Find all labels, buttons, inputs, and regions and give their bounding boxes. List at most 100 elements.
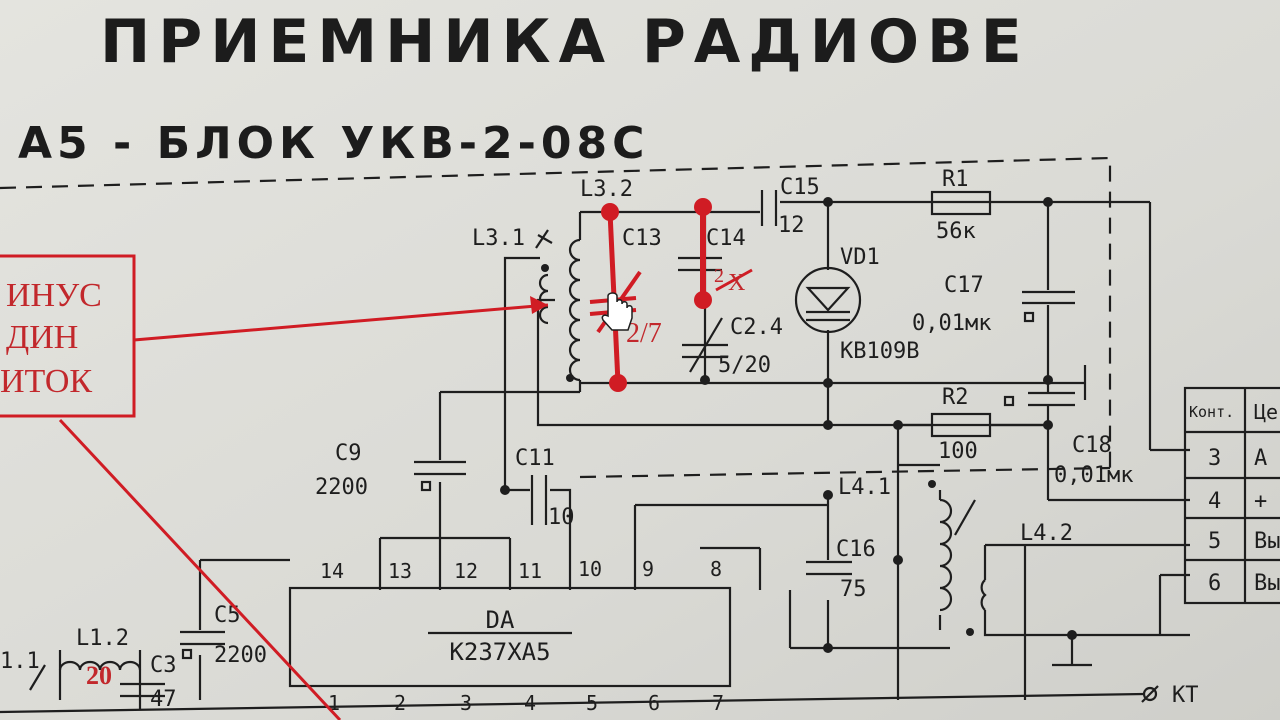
label-l4-1: L4.1 <box>838 475 891 500</box>
connector-row-5-num: 5 <box>1208 529 1221 554</box>
block-title: А5 - БЛОК УКВ-2-08С <box>18 118 649 169</box>
resistor-r2 <box>930 412 992 438</box>
label-c11: C11 <box>515 446 555 471</box>
label-c16-value: 75 <box>840 577 867 602</box>
pin-4: 4 <box>524 691 536 715</box>
capacitor-c9 <box>414 460 466 492</box>
annotation-line-1: ИНУС <box>6 277 102 314</box>
annotation-c14-cross: Х <box>728 270 745 296</box>
pin-3: 3 <box>460 691 472 715</box>
c13-dot-top <box>601 203 619 221</box>
c14-dot-top <box>694 198 712 216</box>
label-c15: C15 <box>780 175 820 200</box>
pin-10: 10 <box>578 557 602 581</box>
kt-terminal <box>1141 685 1159 703</box>
label-c2-4: C2.4 <box>730 315 783 340</box>
block-boundary <box>0 156 1112 479</box>
connector-table <box>1183 386 1280 605</box>
label-c9-value: 2200 <box>315 475 368 500</box>
label-c17: C17 <box>944 273 984 298</box>
page-title: ПРИЕМНИКА РАДИОВЕ <box>100 7 1030 77</box>
capacitor-c15 <box>760 190 778 226</box>
label-r2-value: 100 <box>938 439 978 464</box>
capacitor-c11 <box>530 475 548 525</box>
annotation-arrow <box>133 303 549 342</box>
annotation-text: ИНУС ДИН ИТОК 2/7 20 2 Х <box>0 265 745 690</box>
coil-l4-2 <box>980 579 987 611</box>
annotation-line-3: ИТОК <box>0 363 92 400</box>
c14-strike <box>715 268 753 292</box>
label-c5-value: 2200 <box>214 643 267 668</box>
label-r1: R1 <box>942 167 969 192</box>
ic-da-type: К237ХА5 <box>449 638 550 666</box>
label-l1-2: L1.2 <box>76 626 129 651</box>
resistor-r1 <box>930 190 992 216</box>
label-l4-2: L4.2 <box>1020 521 1073 546</box>
label-c2-4-value: 5/20 <box>718 353 771 378</box>
label-vd1: VD1 <box>840 245 880 270</box>
pin-2: 2 <box>394 691 406 715</box>
ic-da-label: DA <box>486 606 515 634</box>
label-c13: C13 <box>622 226 662 251</box>
pin-12: 12 <box>454 559 478 583</box>
label-c16: C16 <box>836 537 876 562</box>
connector-row-6-num: 6 <box>1208 571 1221 596</box>
label-r2: R2 <box>942 385 969 410</box>
annotation-ratio: 2/7 <box>626 318 662 349</box>
connector-header-kont: Конт. <box>1189 403 1234 421</box>
label-kt: КТ <box>1172 683 1199 708</box>
component-labels: L3.2 C15 R1 L3.1 C13 C14 12 56к VD1 C17 … <box>0 167 1199 712</box>
c13-dot-bottom <box>609 374 627 392</box>
c14-dot-bottom <box>694 291 712 309</box>
label-c14: C14 <box>706 226 746 251</box>
capacitor-c18 <box>1003 365 1087 407</box>
coil-l4-1 <box>939 498 976 612</box>
varicap-vd1 <box>794 266 862 334</box>
label-c18: C18 <box>1072 433 1112 458</box>
annotation-arrowhead <box>530 296 548 314</box>
connector-row-3-num: 3 <box>1208 446 1221 471</box>
capacitor-c2-4 <box>682 317 728 373</box>
annotation-c14-mark: 2 <box>714 265 724 287</box>
pin-9: 9 <box>642 557 654 581</box>
pin-11: 11 <box>518 559 542 583</box>
capacitor-c5 <box>180 630 225 660</box>
hand-pointer-icon <box>601 292 633 331</box>
annotation-leader-line <box>58 418 342 720</box>
connector-row-5-sig: Вы <box>1254 529 1280 554</box>
label-c3-value: 47 <box>150 687 177 712</box>
connector-header-tsep: Це <box>1254 400 1278 424</box>
label-c11-value: 10 <box>548 505 575 530</box>
label-c5: C5 <box>214 603 241 628</box>
label-c15-value: 12 <box>778 213 805 238</box>
capacitor-c16 <box>806 560 852 576</box>
pin-6: 6 <box>648 691 660 715</box>
capacitor-c17 <box>1022 290 1075 323</box>
connector-row-6-sig: Вы <box>1254 571 1280 596</box>
coil-l3 <box>535 229 581 382</box>
annotation-box <box>0 254 136 418</box>
connector-row-4-sig: + <box>1254 489 1267 514</box>
label-c9: C9 <box>335 441 362 466</box>
connector-row-3-sig: А <box>1254 446 1267 471</box>
ic-da-body <box>288 586 732 688</box>
pin-14: 14 <box>320 559 344 583</box>
label-l1-1: 1.1 <box>0 649 40 674</box>
coil-l1-2 <box>29 660 142 691</box>
annotation-line-2: ДИН <box>6 319 78 356</box>
label-c17-value: 0,01мк <box>912 311 991 336</box>
pin-7: 7 <box>712 691 724 715</box>
junction-dots <box>500 197 1077 653</box>
ic-pins-top: 14 13 12 11 10 9 8 <box>320 557 722 583</box>
label-c3: C3 <box>150 653 177 678</box>
capacitor-c3 <box>120 682 165 698</box>
pin-13: 13 <box>388 559 412 583</box>
connector-table-text: Конт. Це 3 А 4 + 5 Вы 6 Вы <box>1189 400 1280 596</box>
label-vd1-type: КВ109В <box>840 339 919 364</box>
label-l3-1: L3.1 <box>472 226 525 251</box>
annotation-l1-2-turns: 20 <box>86 661 112 690</box>
label-c18-value: 0,01мк <box>1054 463 1133 488</box>
